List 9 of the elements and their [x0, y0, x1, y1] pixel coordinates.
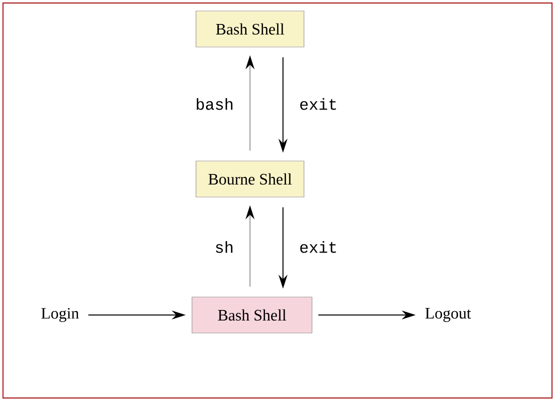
- edge-label: sh: [216, 241, 232, 253]
- edge-label: exit: [300, 98, 336, 110]
- shell-box: Bash Shell: [196, 10, 304, 48]
- shell-box: Bash Shell: [192, 296, 312, 334]
- edge-label: bash: [196, 98, 232, 110]
- node-text: Logout: [425, 308, 471, 322]
- shell-box: Bourne Shell: [196, 160, 304, 198]
- node-text: Login: [41, 308, 79, 322]
- edge-label: exit: [300, 241, 336, 253]
